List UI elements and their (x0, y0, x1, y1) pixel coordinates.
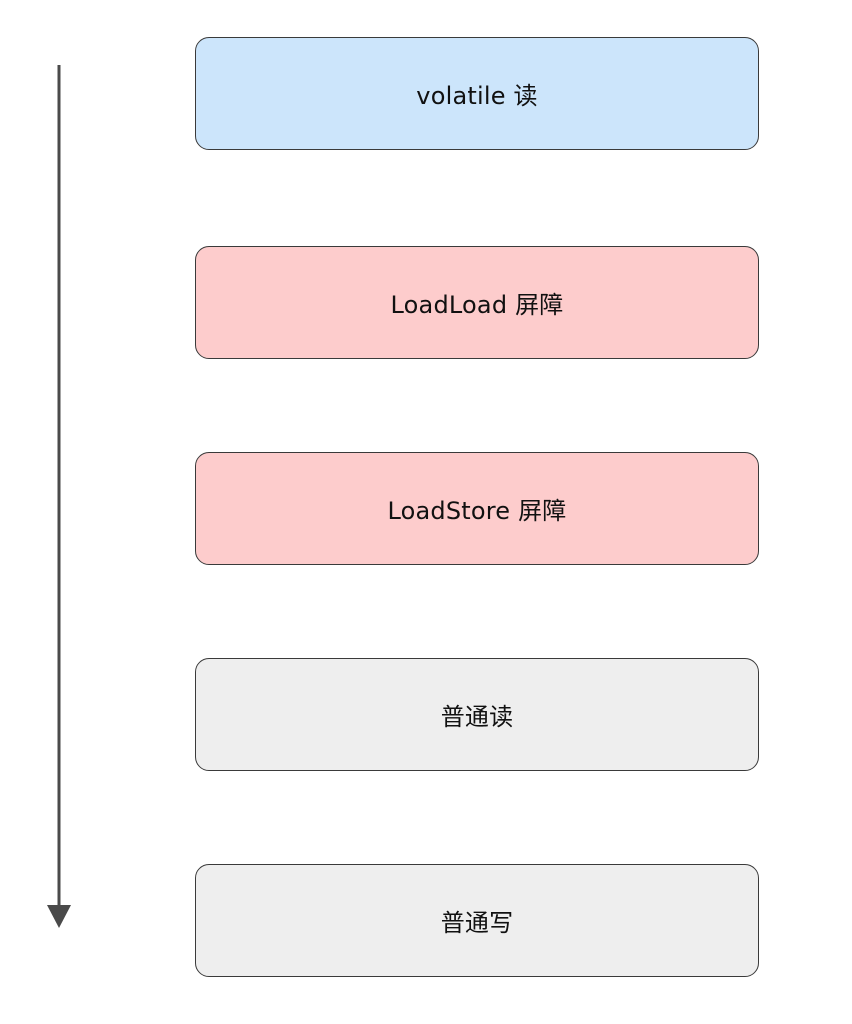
order-arrow (47, 65, 71, 928)
loadstore-barrier-box: LoadStore 屏障 (195, 452, 759, 565)
normal-write-label: 普通写 (440, 909, 514, 937)
loadload-barrier-label: LoadLoad 屏障 (390, 291, 564, 319)
loadload-barrier-box: LoadLoad 屏障 (195, 246, 759, 359)
volatile-read-box: volatile 读 (195, 37, 759, 150)
order-arrow-head (47, 905, 71, 928)
loadstore-barrier-label: LoadStore 屏障 (387, 497, 567, 525)
normal-write-box: 普通写 (195, 864, 759, 977)
normal-read-label: 普通读 (440, 703, 514, 731)
volatile-read-label: volatile 读 (416, 82, 538, 110)
normal-read-box: 普通读 (195, 658, 759, 771)
